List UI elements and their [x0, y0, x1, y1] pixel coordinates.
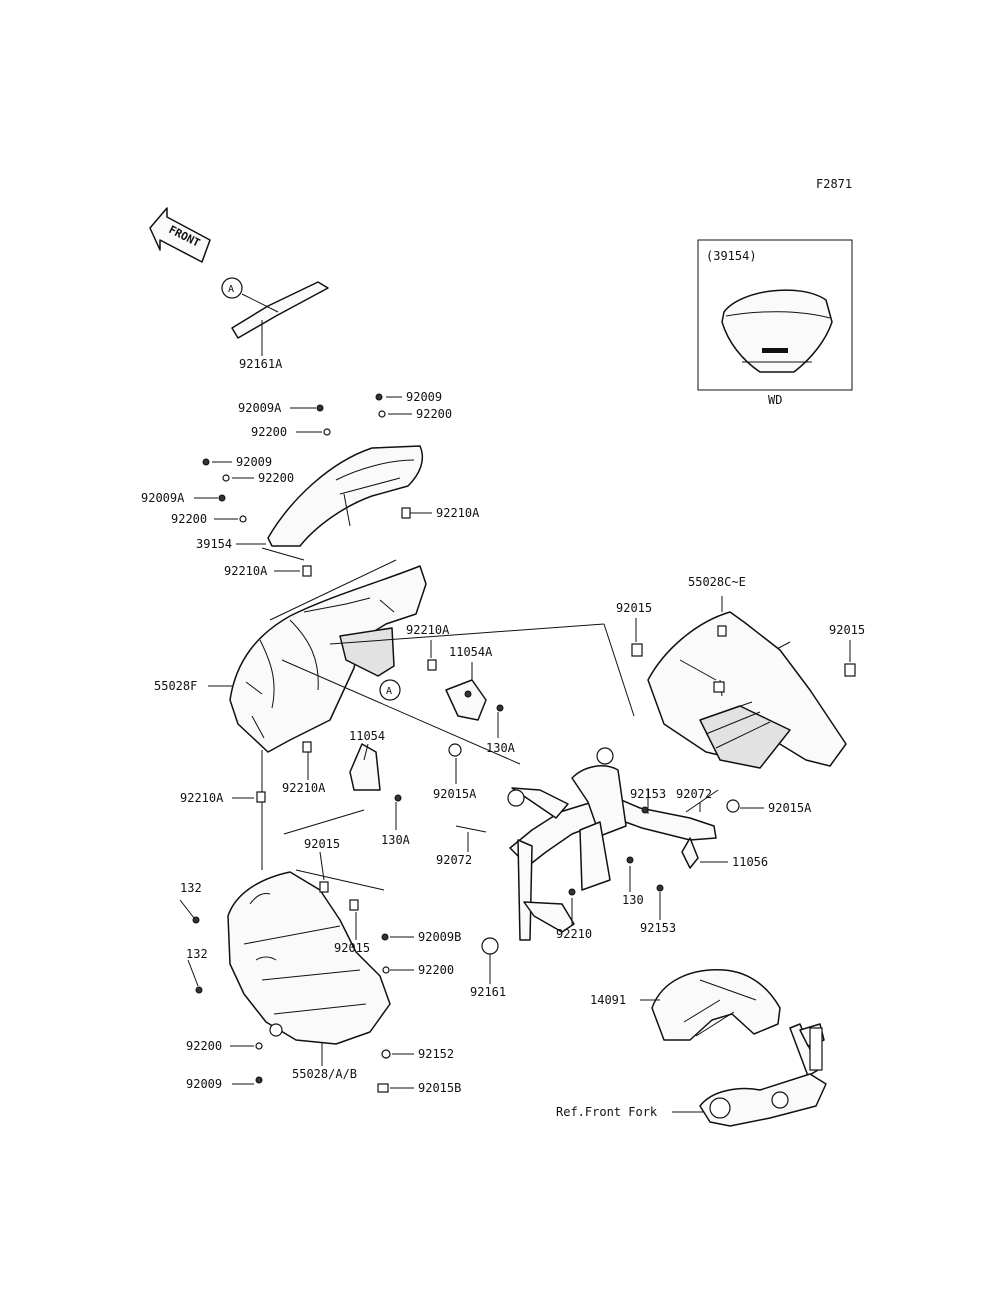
label-92200-a: 92200: [416, 407, 452, 421]
part-14091-inner-cover: [651, 969, 781, 1041]
label-132-a: 132: [180, 881, 202, 895]
label-92015A-a: 92015A: [433, 787, 477, 801]
label-ref-front-fork: Ref.Front Fork: [556, 1105, 658, 1119]
label-92009A-top: 92009A: [238, 401, 282, 415]
label-92210: 92210: [556, 927, 592, 941]
label-92015B: 92015B: [418, 1081, 461, 1095]
label-92210A-b: 92210A: [224, 564, 268, 578]
leader-lines: [179, 396, 851, 1113]
label-92200-c: 92200: [258, 471, 294, 485]
front-arrow-icon: FRONT: [149, 207, 211, 263]
label-92210A-a: 92210A: [436, 506, 480, 520]
label-92200-f: 92200: [186, 1039, 222, 1053]
label-92009B: 92009B: [418, 930, 461, 944]
part-front-fork-reference: [699, 1023, 827, 1127]
label-92210A-c: 92210A: [406, 623, 450, 637]
part-55028AB-lower-cowl: [227, 871, 391, 1045]
label-92200-b: 92200: [251, 425, 287, 439]
callout-letter-a2: A: [386, 686, 392, 697]
label-92015-a: 92015: [616, 601, 652, 615]
inset-caption: WD: [768, 393, 782, 407]
part-front-stay-frame: [507, 747, 717, 941]
label-130A-a: 130A: [486, 741, 516, 755]
label-92072-b: 92072: [436, 853, 472, 867]
label-132-b: 132: [186, 947, 208, 961]
label-92009-top: 92009: [406, 390, 442, 404]
label-92153-a: 92153: [630, 787, 666, 801]
label-55028AB: 55028/A/B: [292, 1067, 357, 1081]
part-92161A-trim-strip: A: [221, 277, 329, 356]
label-92009-mid: 92009: [236, 455, 272, 469]
label-92210A-d: 92210A: [282, 781, 326, 795]
label-92153-b: 92153: [640, 921, 676, 935]
inset-windshield-wd: (39154) WD: [697, 239, 853, 407]
label-11054: 11054: [349, 729, 385, 743]
label-130A-b: 130A: [381, 833, 411, 847]
label-130: 130: [622, 893, 644, 907]
label-92072-a: 92072: [676, 787, 712, 801]
reference-lines: [261, 559, 791, 891]
label-92015-b: 92015: [829, 623, 865, 637]
label-92015-d: 92015: [334, 941, 370, 955]
label-92200-e: 92200: [418, 963, 454, 977]
part-55028F-upper-cowl: [229, 565, 427, 753]
label-92152: 92152: [418, 1047, 454, 1061]
callout-letter-a1: A: [228, 284, 234, 295]
label-92009-bot: 92009: [186, 1077, 222, 1091]
label-92161A: 92161A: [239, 357, 283, 371]
label-11054A: 11054A: [449, 645, 493, 659]
inset-label: (39154): [706, 249, 757, 263]
label-92015A-b: 92015A: [768, 801, 812, 815]
label-11056: 11056: [732, 855, 768, 869]
label-92015-c: 92015: [304, 837, 340, 851]
part-39154-windshield: [261, 445, 424, 561]
part-55028CE-side-cowl: [647, 611, 847, 769]
figure-code: F2871: [816, 177, 852, 191]
label-14091: 14091: [590, 993, 626, 1007]
label-55028CE: 55028C~E: [688, 575, 746, 589]
callout-a-marker: [379, 679, 401, 701]
label-55028F: 55028F: [154, 679, 197, 693]
label-92009A-mid: 92009A: [141, 491, 185, 505]
part-11054-bracket: [349, 743, 402, 802]
kawasaki-logo-icon: [762, 348, 788, 353]
part-labels: 92161A 92009 92009A 92200 92200 92009 92…: [141, 357, 865, 1119]
label-92200-d: 92200: [171, 512, 207, 526]
part-11054A-bracket: [445, 679, 504, 721]
fasteners: [192, 393, 856, 1093]
label-92161: 92161: [470, 985, 506, 999]
label-39154: 39154: [196, 537, 232, 551]
label-92210A-e: 92210A: [180, 791, 224, 805]
